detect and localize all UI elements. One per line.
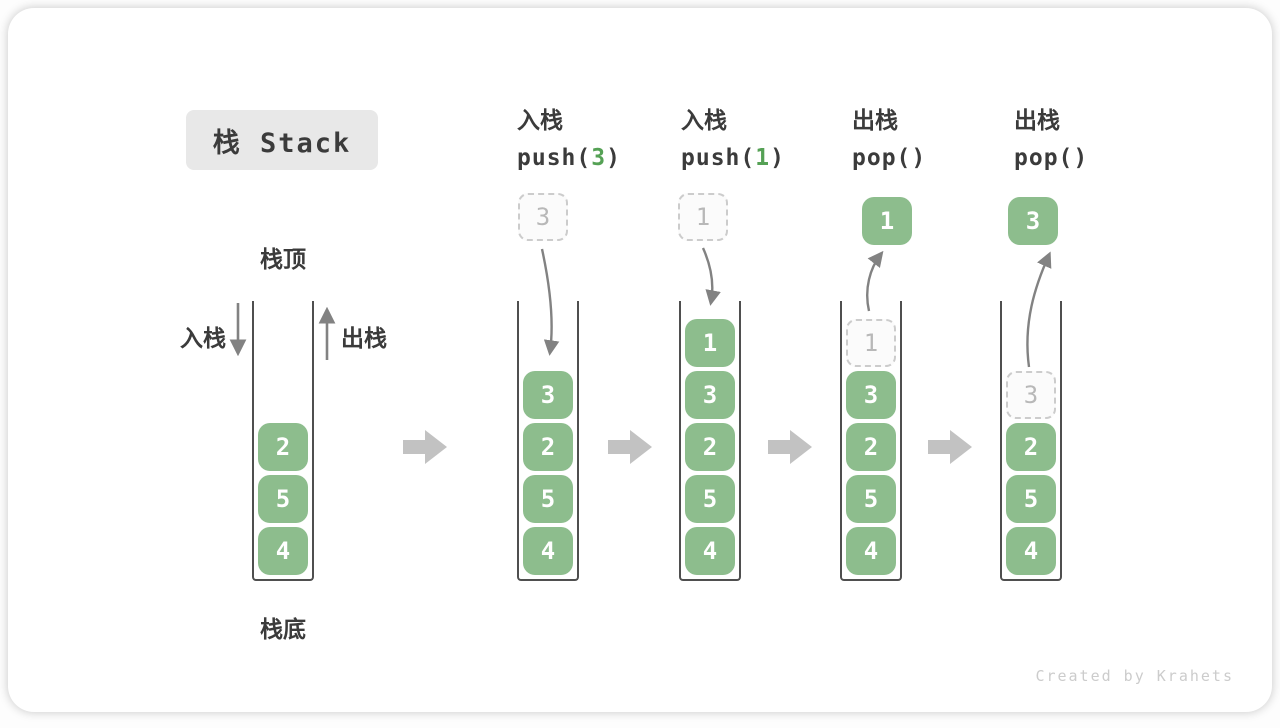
stack-cell: 3 [685, 371, 735, 419]
operation-name: 入栈 [681, 108, 727, 134]
code-arg: 3 [591, 145, 607, 171]
operation-code: pop() [852, 140, 1022, 177]
code-prefix: pop( [852, 145, 912, 171]
code-prefix: push( [517, 145, 592, 171]
operation-code: push(3) [517, 140, 687, 177]
incoming-value-box: 3 [518, 193, 568, 241]
operation-name: 出栈 [1014, 108, 1060, 134]
next-step-arrow-icon [768, 430, 812, 464]
code-suffix: ) [770, 145, 785, 171]
push-direction-label: 入栈 [180, 326, 226, 352]
stack-cell: 4 [846, 527, 896, 575]
stack-cell: 3 [523, 371, 573, 419]
operation-code: push(1) [681, 140, 851, 177]
stack-cell: 5 [685, 475, 735, 523]
stack-cell: 3 [846, 371, 896, 419]
popped-value-box: 1 [862, 197, 912, 245]
stack-cell: 4 [1006, 527, 1056, 575]
stack-cell: 5 [523, 475, 573, 523]
stack-container-5 [1000, 301, 1062, 581]
next-step-arrow-icon [928, 430, 972, 464]
stack-cell: 2 [258, 423, 308, 471]
title-text: 栈 Stack [212, 127, 352, 159]
next-step-arrow-icon [403, 430, 447, 464]
pop-direction-label: 出栈 [341, 326, 387, 352]
stack-cell: 4 [258, 527, 308, 575]
removed-cell-ghost: 3 [1006, 371, 1056, 419]
stack-cell: 5 [846, 475, 896, 523]
stack-cell: 4 [685, 527, 735, 575]
operation-label-pop2: 出栈 pop() [1014, 103, 1184, 177]
operation-name: 出栈 [852, 108, 898, 134]
stack-cell: 2 [523, 423, 573, 471]
title-badge: 栈 Stack [186, 110, 378, 170]
stack-cell: 2 [1006, 423, 1056, 471]
stack-bottom-label: 栈底 [260, 617, 306, 643]
incoming-value-box: 1 [678, 193, 728, 241]
code-suffix: ) [911, 145, 927, 171]
operation-code: pop() [1014, 140, 1184, 177]
stack-cell: 2 [685, 423, 735, 471]
code-arg: 1 [755, 145, 771, 171]
removed-cell-ghost: 1 [846, 319, 896, 367]
diagram-canvas: 栈 Stack 入栈 push(3) 入栈 push(1) 出栈 pop() 出… [8, 8, 1272, 712]
operation-label-push1: 入栈 push(1) [681, 103, 851, 177]
code-prefix: pop( [1014, 145, 1074, 171]
stack-container-3 [679, 301, 741, 581]
code-suffix: ) [1073, 145, 1089, 171]
stack-cell: 1 [685, 319, 735, 367]
operation-label-pop1: 出栈 pop() [852, 103, 1022, 177]
stack-cell: 4 [523, 527, 573, 575]
stack-top-label: 栈顶 [260, 247, 306, 273]
stack-cell: 5 [1006, 475, 1056, 523]
watermark: Created by Krahets [1035, 667, 1234, 685]
push1-curve-arrow-icon [701, 247, 721, 306]
stack-cell: 5 [258, 475, 308, 523]
stack-cell: 2 [846, 423, 896, 471]
next-step-arrow-icon [608, 430, 652, 464]
operation-label-push3: 入栈 push(3) [517, 103, 687, 177]
code-prefix: push( [681, 145, 756, 171]
stack-container-2 [517, 301, 579, 581]
code-suffix: ) [606, 145, 621, 171]
popped-value-box: 3 [1008, 197, 1058, 245]
stack-container-1 [252, 301, 314, 581]
stack-container-4 [840, 301, 902, 581]
operation-name: 入栈 [517, 108, 563, 134]
